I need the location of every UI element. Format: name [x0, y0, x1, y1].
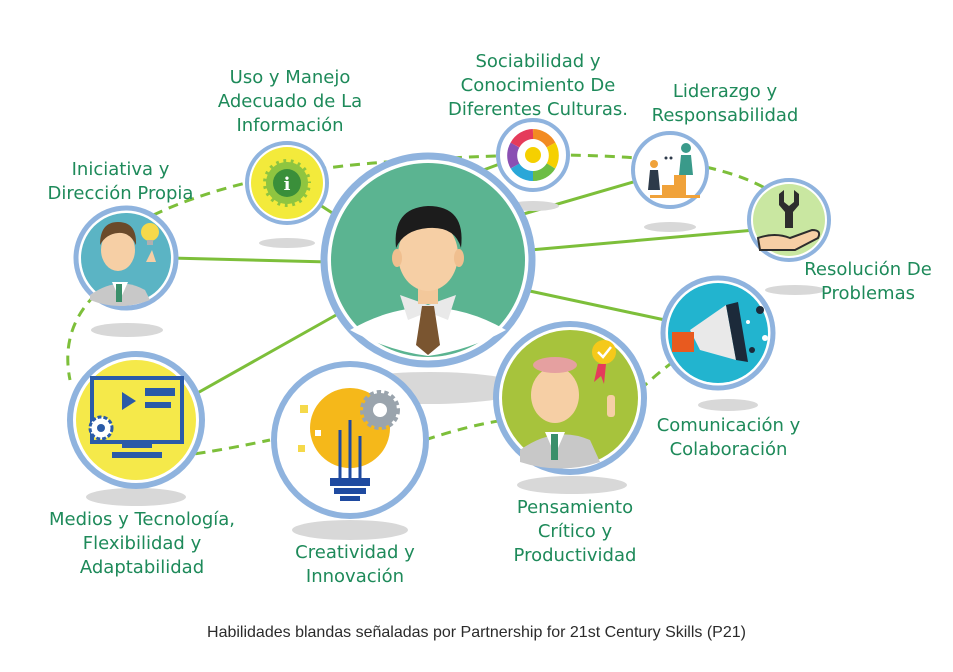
idea-person-icon [73, 205, 179, 311]
center-person-node [320, 152, 536, 368]
computer-gear-icon [67, 351, 205, 489]
wrench-hand-icon [747, 178, 831, 262]
leadership-stairs-icon [631, 131, 709, 209]
figure-caption: Habilidades blandas señaladas por Partne… [207, 624, 746, 641]
bulb-gears-icon [271, 361, 429, 519]
hands-circle-icon [496, 118, 570, 192]
info-gear-icon: i [245, 141, 329, 225]
connectors [169, 160, 756, 402]
megaphone-icon [660, 275, 776, 391]
svg-text:i: i [284, 174, 291, 195]
critical-thinking-person-icon [493, 321, 647, 475]
